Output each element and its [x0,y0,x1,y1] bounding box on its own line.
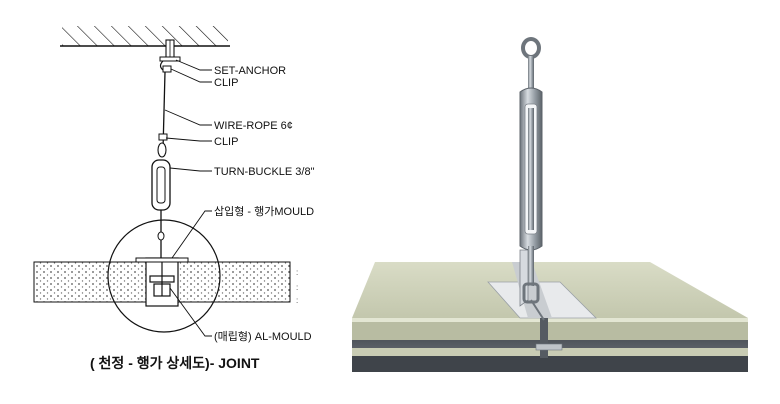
detail-circle [107,219,221,333]
hanger-3d-render [352,37,748,372]
mould-fin [519,249,529,307]
set-anchor [159,39,181,71]
turn-buckle [151,159,171,262]
label-clip-top: CLIP [214,77,238,89]
technical-drawing: : : : SET-ANCHOR CLIP WIRE- [33,26,315,371]
svg-text::: : [296,268,298,277]
label-wire-rope: WIRE-ROPE 6¢ [214,120,293,132]
leader-lines [164,59,212,337]
label-insert-mould: 삽입형 - 행가MOULD [214,205,314,218]
clip-mid [157,133,168,158]
svg-text::: : [296,283,298,292]
turnbuckle-3d [519,37,545,321]
drawing-labels: SET-ANCHOR CLIP WIRE-ROPE 6¢ CLIP TURN-B… [214,65,315,343]
label-clip-mid: CLIP [214,136,238,148]
ceiling-panels: : : : [33,261,298,305]
ceiling-slab [60,26,230,47]
clip-top [162,65,172,73]
label-embedded-mould: (매립형) AL-MOULD [214,330,312,343]
svg-text::: : [296,296,298,305]
label-turn-buckle: TURN-BUCKLE 3/8" [214,166,315,178]
label-set-anchor: SET-ANCHOR [214,65,286,77]
drawing-caption: ( 천정 - 행가 상세도)- JOINT [90,355,260,371]
joint-mould [135,257,189,307]
